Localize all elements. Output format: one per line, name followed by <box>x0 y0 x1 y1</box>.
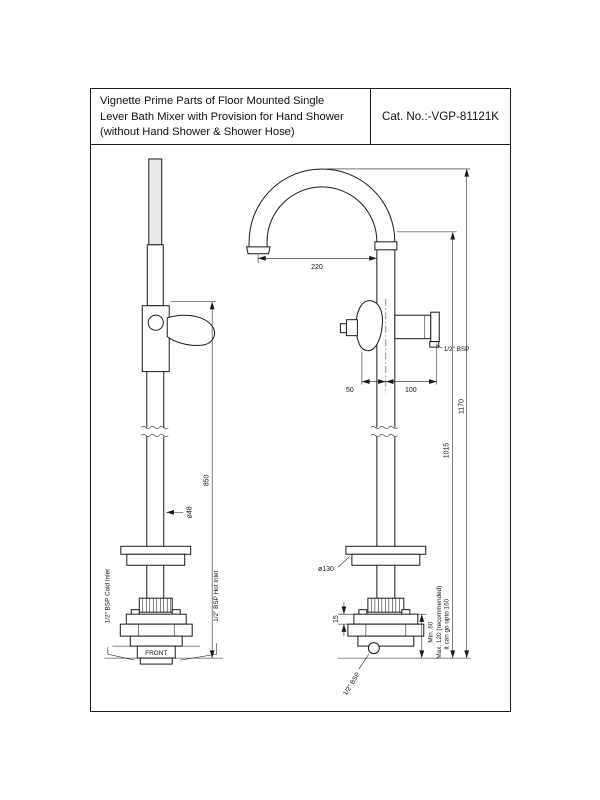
column <box>146 371 165 547</box>
base-block <box>347 623 425 637</box>
knurl-hatch <box>371 598 400 613</box>
break-line <box>370 425 399 430</box>
front-label: FRONT <box>145 650 167 657</box>
handle-cap <box>147 314 164 331</box>
catalog-number: Cat. No.:-VGP-81121K <box>381 110 500 123</box>
bsp-outlet-leader <box>436 344 443 349</box>
outlet-end-cap <box>430 311 440 343</box>
spout-collar <box>374 241 398 251</box>
column <box>376 249 396 547</box>
lower-pipe <box>146 565 165 599</box>
embed-min-label: Min. 60 <box>427 621 434 642</box>
upper-tube <box>146 244 164 307</box>
hot-inlet-leader <box>180 643 217 661</box>
bottom-inlet-port <box>367 642 380 655</box>
lever-handle-side <box>355 300 383 352</box>
title-block: Vignette Prime Parts of Floor Mounted Si… <box>91 89 510 145</box>
base-lower <box>357 635 415 647</box>
dim-220-label: 220 <box>311 264 323 271</box>
break-line <box>141 433 169 438</box>
flange-body <box>351 553 421 566</box>
hot-inlet-label: 1/2" BSP Hot Inlet <box>213 570 220 621</box>
base-block <box>119 623 193 637</box>
cold-inlet-leader <box>107 647 135 661</box>
embed-max-label-2: it can go upto 160 <box>444 598 451 649</box>
lever-handle <box>166 314 216 346</box>
flange-plate <box>120 545 192 555</box>
dia130-label: ø130 <box>318 566 334 573</box>
aerator-tip <box>245 246 271 255</box>
lower-pipe <box>376 565 396 599</box>
base-plate <box>353 613 419 625</box>
description-line-2: Lever Bath Mixer with Provision for Hand… <box>100 110 344 123</box>
flange-body <box>126 553 186 566</box>
description-line-3: (without Hand Shower & Shower Hose) <box>100 126 295 139</box>
bsp-bottom-leader <box>358 653 370 670</box>
break-line <box>370 433 399 438</box>
base-detail <box>138 624 175 637</box>
drawing-sheet-frame: Vignette Prime Parts of Floor Mounted Si… <box>90 88 511 712</box>
side-view: 1/2" BSP 1/2" BSP 220 <box>245 168 471 697</box>
dia48-label: ø48 <box>187 506 194 518</box>
description-line-1: Vignette Prime Parts of Floor Mounted Si… <box>100 95 325 107</box>
diverter-knob-tip <box>339 323 347 334</box>
spout-end <box>248 241 268 247</box>
cold-inlet-label: 1/2" BSP Cold Inlet <box>104 569 111 623</box>
base-plate <box>125 613 187 625</box>
lock-ring <box>367 597 405 613</box>
spout-outer-arc <box>248 168 396 242</box>
dim-15-label: 15 <box>333 615 340 623</box>
base-lower <box>129 635 183 647</box>
knurl-hatch <box>142 598 172 613</box>
flange-plate <box>345 545 427 555</box>
front-view: FRONT ø48 850 1/2" BSP Cold Inlet 1/2" B… <box>104 158 224 665</box>
technical-drawing: FRONT ø48 850 1/2" BSP Cold Inlet 1/2" B… <box>104 158 471 697</box>
break-line <box>141 425 169 430</box>
outlet-port <box>429 341 440 348</box>
diverter-knob <box>345 319 358 337</box>
bsp-outlet-label: 1/2" BSP <box>444 346 470 353</box>
base-stub <box>139 657 173 665</box>
embed-max-label-1: Max. 120 (recommended) <box>436 586 443 659</box>
dim-50-label: 50 <box>346 387 354 394</box>
dia130-leader <box>337 556 351 568</box>
spout-inner-arc <box>266 186 378 242</box>
dim-1015-label: 1015 <box>444 443 451 459</box>
outlet-arm <box>394 314 432 340</box>
dim-1170-label: 1170 <box>459 399 466 414</box>
dim-850-label: 850 <box>204 474 211 486</box>
base-detail <box>365 624 407 637</box>
drawing-description: Vignette Prime Parts of Floor Mounted Si… <box>91 89 371 144</box>
dim-100-label: 100 <box>405 387 417 394</box>
bsp-bottom-label: 1/2" BSP <box>342 671 362 696</box>
riser-tube <box>148 158 163 246</box>
